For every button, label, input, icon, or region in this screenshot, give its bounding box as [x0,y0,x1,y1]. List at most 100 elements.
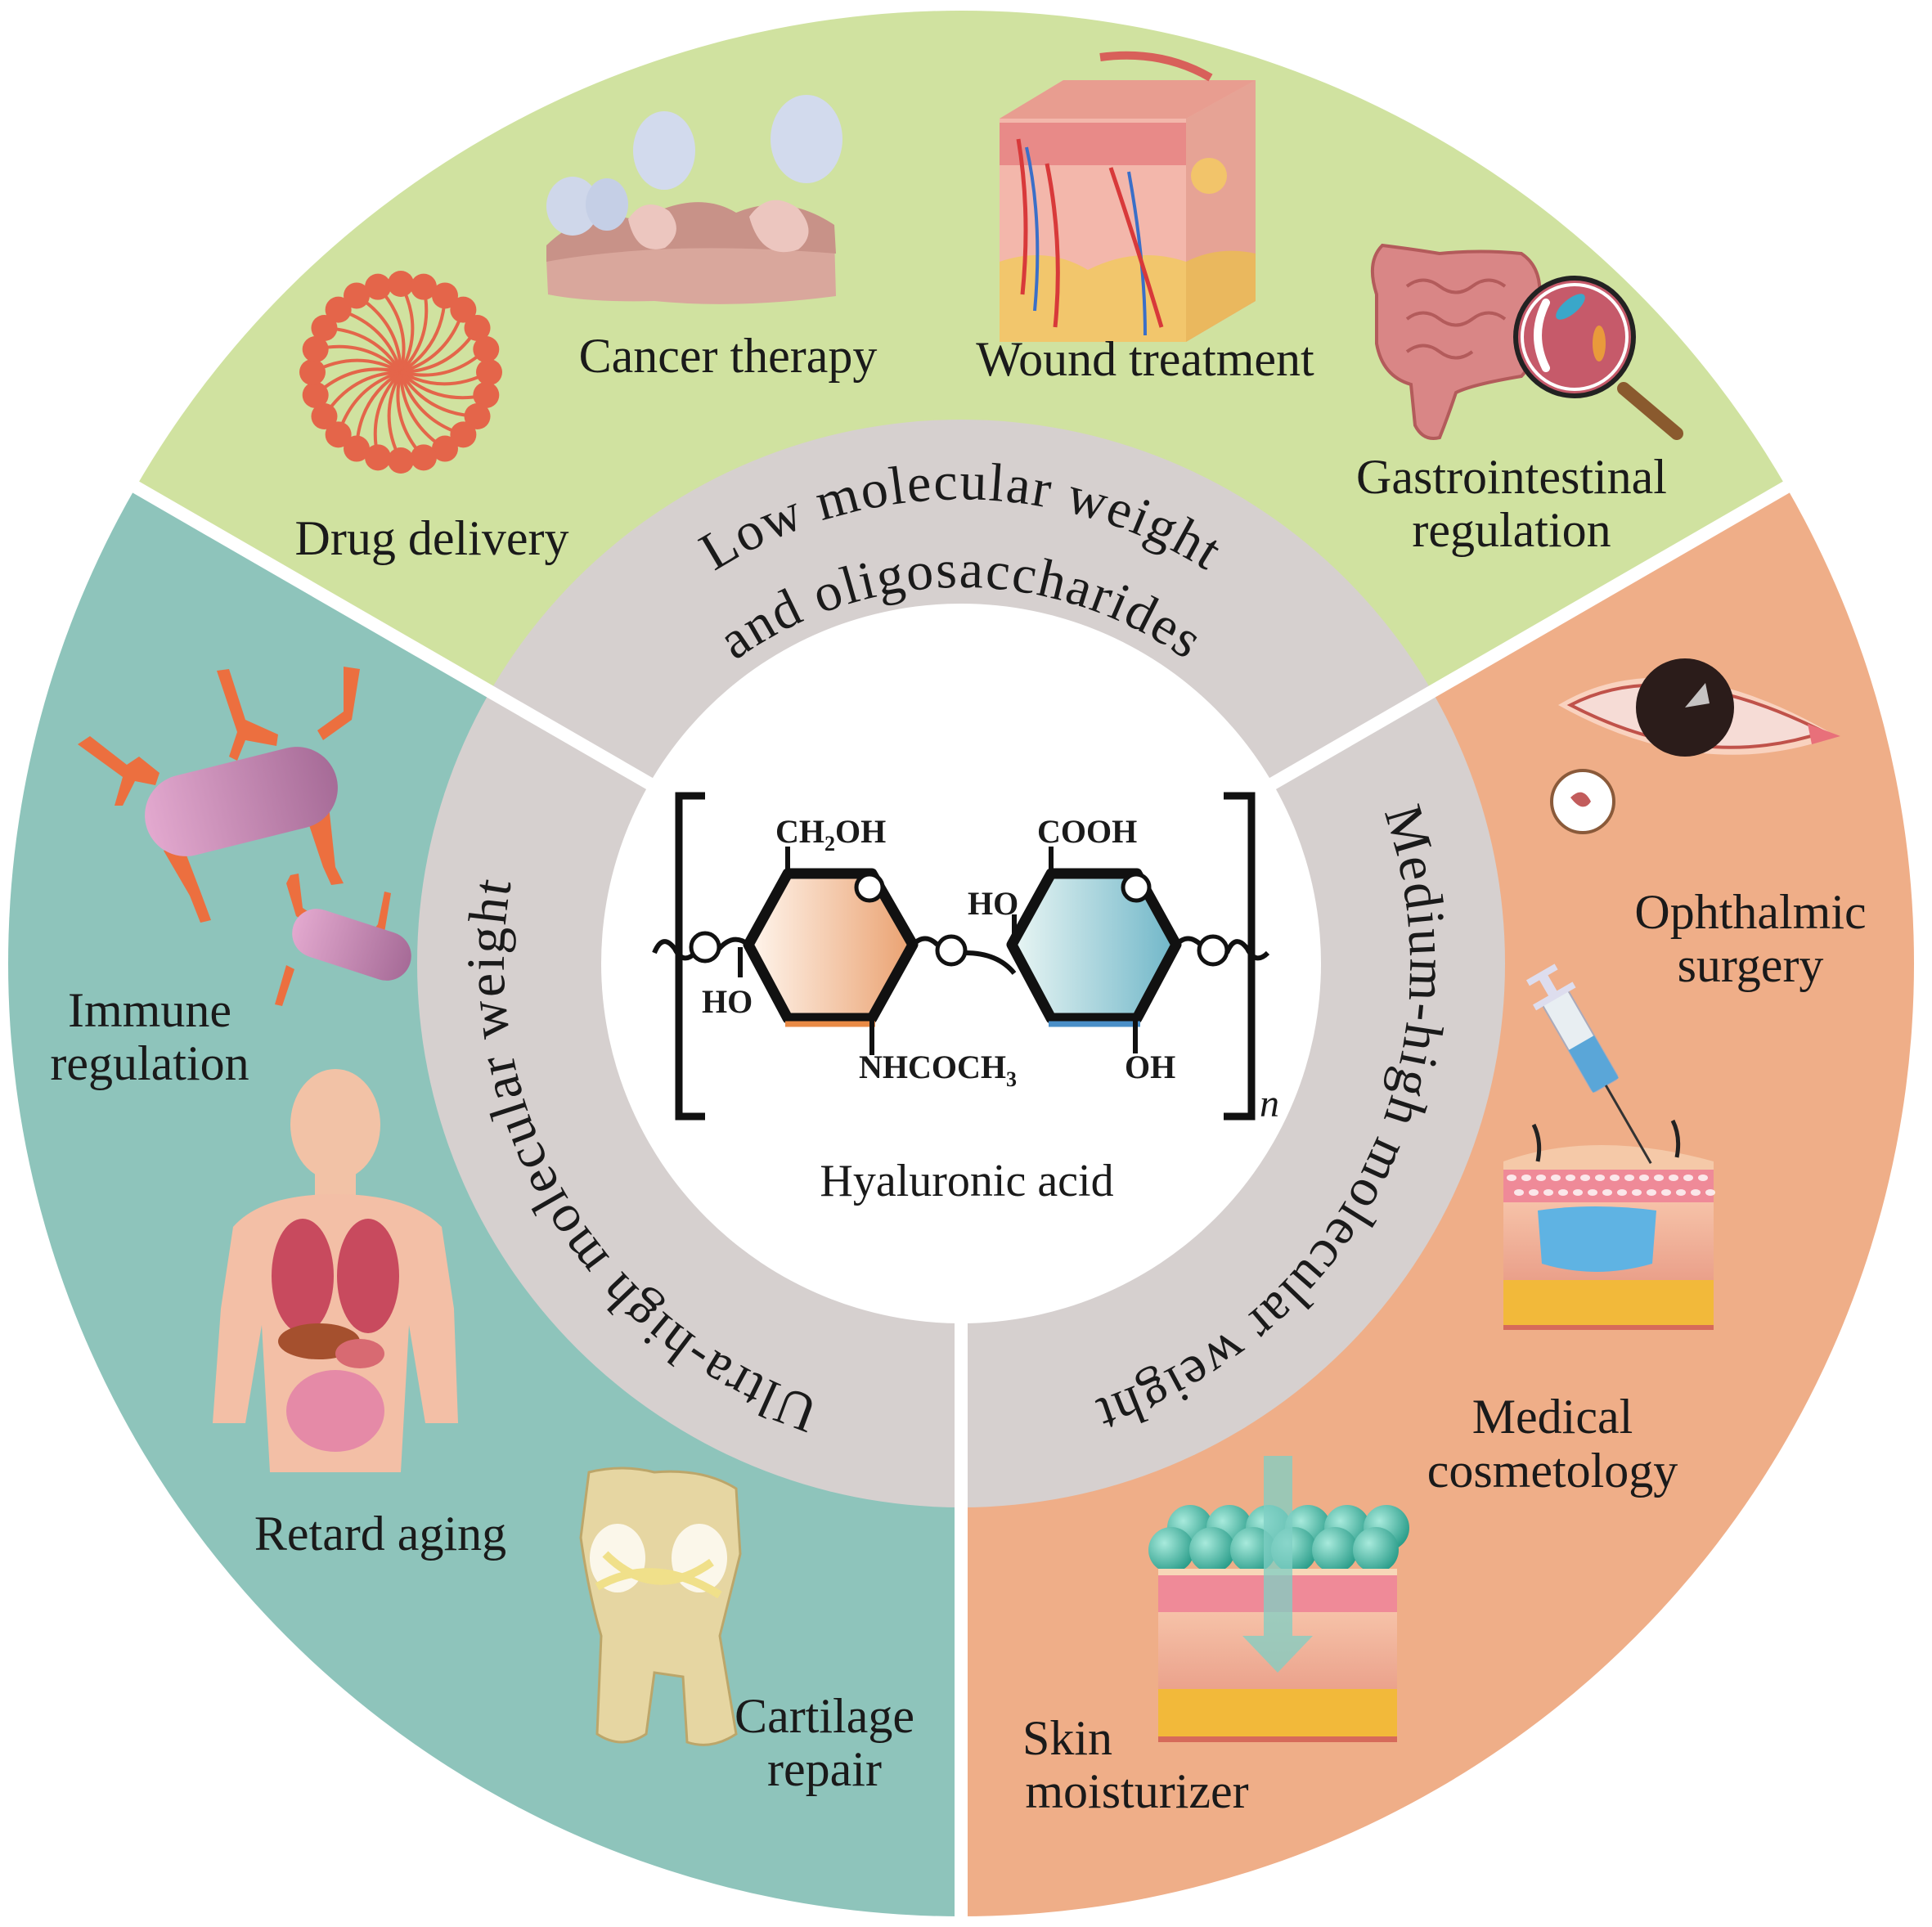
micelle-icon [299,271,502,474]
skin-cell [1573,1189,1583,1196]
center-circle [601,604,1321,1323]
glcnac-ring [743,868,919,1024]
medical-cosmetology-item: Medical cosmetology [1427,964,1715,1498]
micelle-head [450,421,477,448]
label-cooh: COOH [1037,813,1137,850]
glycosidic-oxygen [935,934,968,967]
skin-cell [1610,1175,1620,1181]
skin-cell [1705,1189,1715,1196]
antibody-icon [78,667,411,1006]
label-wound-treatment: Wound treatment [976,332,1314,386]
micelle-head [464,315,491,341]
skin-cell [1691,1189,1701,1196]
micelle-head [473,336,500,363]
skin-cell [1683,1175,1693,1181]
micelle-head [325,421,352,448]
label-oh: OH [1125,1049,1175,1085]
micelle-head [299,359,326,385]
knee-joint-icon [579,1467,742,1746]
skin-cell [1632,1189,1642,1196]
micelle-head [311,315,338,341]
skin-moisture-icon [1148,1456,1409,1742]
skin-cell [1669,1175,1678,1181]
retard-aging-item: Retard aging [213,1069,506,1561]
center-title: Hyaluronic acid [820,1156,1113,1206]
label-ho-right: HO [968,885,1018,922]
wound-treatment-item: Wound treatment [976,51,1314,386]
micelle-head [432,282,458,309]
glycosidic-oxygen [689,931,721,964]
label-cosmetology-line2: cosmetology [1427,1444,1678,1498]
label-repeat-n: n [1260,1082,1279,1125]
chain-wave [652,939,698,961]
glycosidic-oxygen [1197,934,1229,967]
ophthalmic-surgery-item: Ophthalmic surgery [1550,658,1867,992]
skin-cell [1654,1175,1664,1181]
label-gastrointestinal-line1: Gastrointestinal [1356,450,1667,504]
moisture-bead [1312,1527,1358,1573]
skin-cell [1529,1189,1539,1196]
label-skin-line1: Skin [1022,1711,1112,1765]
micelle-head [473,381,500,408]
micelle-head [302,381,329,408]
skin-cell [1676,1189,1686,1196]
skin-cell [1639,1175,1649,1181]
label-retard-aging: Retard aging [254,1507,506,1561]
label-skin-line2: moisturizer [1025,1764,1248,1818]
skin-cell [1595,1175,1605,1181]
skin-cell [1536,1175,1546,1181]
skin-moisturizer-item: Skin moisturizer [1022,1456,1409,1818]
micelle-head [365,273,392,300]
skin-cell [1661,1189,1671,1196]
skin-cell [1588,1189,1597,1196]
skin-cell [1580,1175,1590,1181]
human-body-icon [213,1069,458,1472]
skin-cell [1566,1175,1575,1181]
label-cancer-therapy: Cancer therapy [579,329,878,383]
label-ho-left: HO [702,983,753,1020]
cartilage-repair-item: Cartilage repair [579,1467,914,1796]
micelle-head [388,447,414,474]
hyaluronic-acid-structure: CH2OH COOH HO HO NHCOCH3 OH n [652,792,1279,1125]
micelle-head [450,296,477,323]
moisture-bead [1353,1527,1399,1573]
micelle-head [410,273,437,300]
skin-cell [1521,1175,1531,1181]
micelle-head [302,336,329,363]
chain-wave [1224,939,1270,961]
micelle-head [311,403,338,429]
micelle-head [365,444,392,471]
ring-oxygen [854,872,885,903]
intestine-magnifier-icon [1370,243,1683,440]
gastrointestinal-item: Gastrointestinal regulation [1356,243,1683,557]
label-immune-line1: Immune [68,983,231,1037]
syringe-skin-icon [1503,964,1715,1330]
label-drug-delivery: Drug delivery [295,511,569,565]
immune-regulation-item: Immune regulation [50,667,411,1090]
skin-cell [1558,1189,1568,1196]
label-ophthalmic-line1: Ophthalmic [1634,885,1866,939]
micelle-head [464,403,491,429]
skin-cell [1507,1175,1516,1181]
ring-oxygen [1121,872,1152,903]
eye-icon [1550,658,1840,834]
skin-cell [1698,1175,1708,1181]
divider-line [118,473,667,797]
label-ch2oh: CH2OH [775,813,886,856]
label-gastrointestinal-line2: regulation [1412,503,1611,557]
cancer-cells-icon [546,95,842,304]
label-immune-line2: regulation [50,1036,249,1090]
drug-delivery-item: Drug delivery [295,271,569,565]
skin-cell [1624,1175,1634,1181]
moisture-bead [1148,1527,1194,1573]
micelle-head [344,282,370,309]
micelle-head [344,435,370,462]
micelle-head [432,435,458,462]
glcua-ring [1006,868,1182,1024]
moisture-bead [1189,1527,1235,1573]
label-nhcoch3: NHCOCH3 [859,1049,1017,1091]
segment-dividers [118,473,1804,1927]
label-cartilage-line1: Cartilage [735,1689,914,1743]
